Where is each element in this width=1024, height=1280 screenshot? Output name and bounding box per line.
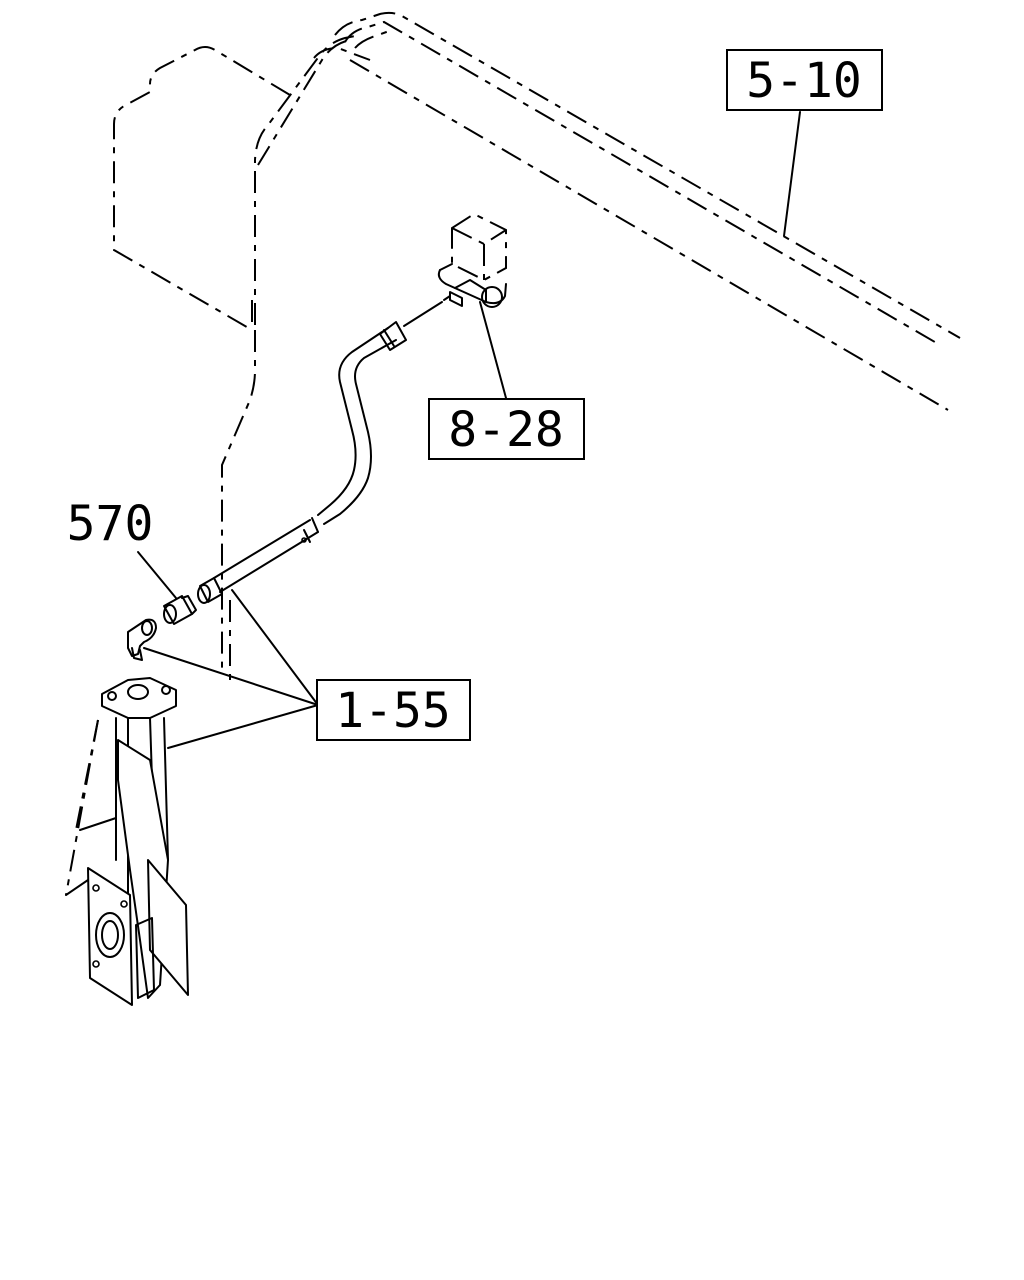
callout-1-55[interactable]: 1-55 bbox=[316, 679, 471, 741]
callout-5-10[interactable]: 5-10 bbox=[726, 49, 883, 111]
leader-lines bbox=[137, 111, 801, 749]
callout-8-28-text: 8-28 bbox=[448, 402, 564, 458]
solenoid-valve bbox=[437, 212, 507, 308]
elbow-fitting bbox=[127, 618, 157, 661]
flange-bracket bbox=[65, 677, 189, 1006]
union-fitting-570 bbox=[163, 595, 197, 625]
callout-8-28[interactable]: 8-28 bbox=[428, 398, 585, 460]
callout-570[interactable]: 570 bbox=[67, 496, 154, 552]
frame-assembly-outline bbox=[113, 11, 961, 680]
callout-5-10-text: 5-10 bbox=[746, 53, 862, 109]
callout-1-55-text: 1-55 bbox=[335, 683, 451, 739]
pipe-hose bbox=[197, 301, 443, 604]
callout-570-text: 570 bbox=[67, 496, 154, 552]
